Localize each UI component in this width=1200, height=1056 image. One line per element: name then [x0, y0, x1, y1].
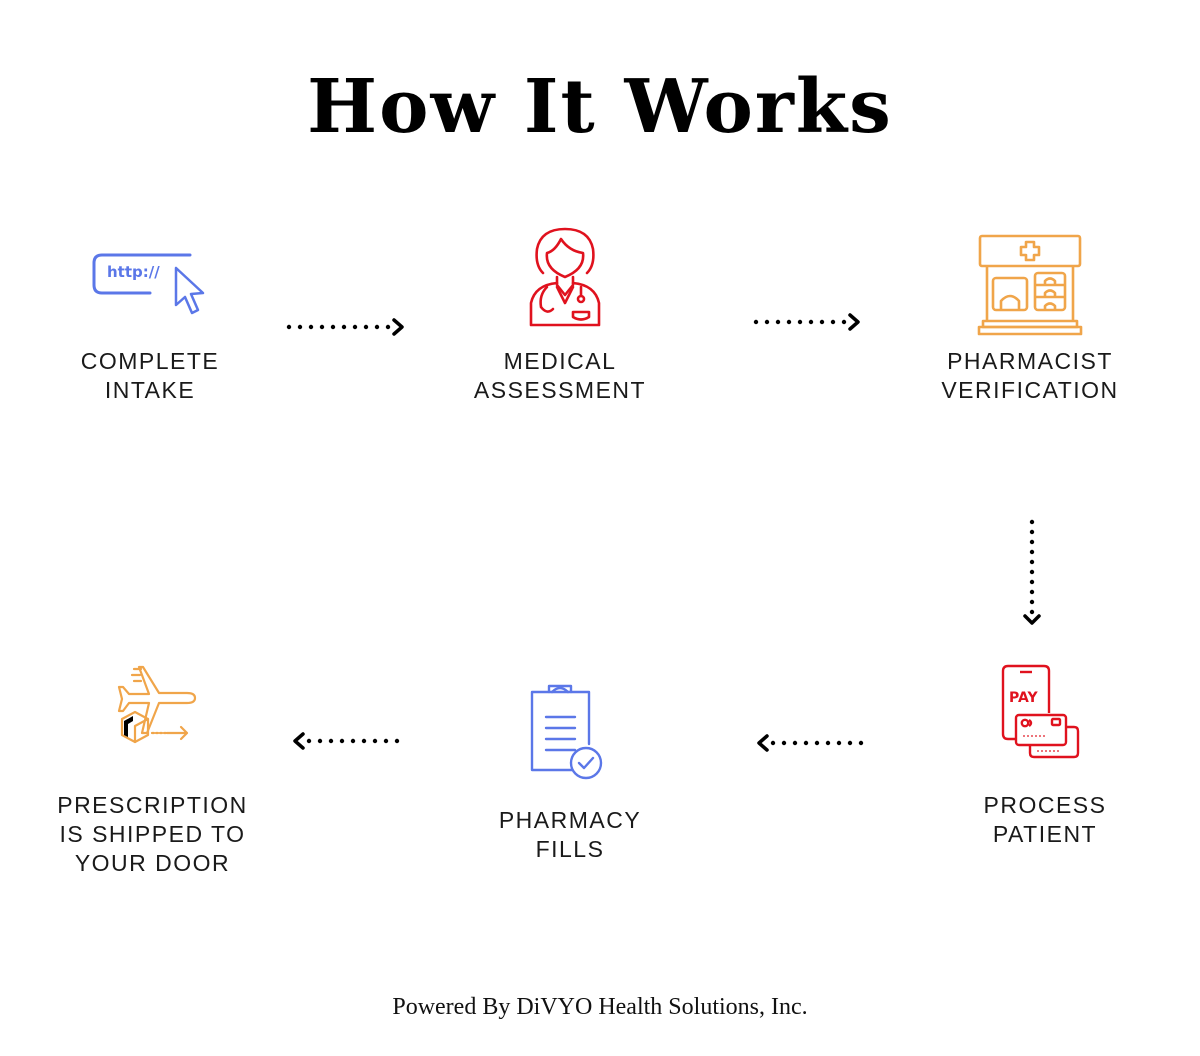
step-label: MEDICAL ASSESSMENT	[473, 348, 647, 403]
arrow-right-icon	[753, 313, 860, 331]
pay-text: PAY	[1009, 690, 1038, 706]
airplane-package-icon	[117, 665, 197, 744]
dotted-line	[286, 324, 391, 330]
step-pharmacy-fills: PHARMACY FILLS	[475, 680, 665, 870]
browser-url-click-icon: http://	[92, 253, 205, 315]
dotted-line	[770, 740, 864, 746]
arrow-left-icon	[757, 734, 864, 752]
footer-credit: Powered By DiVYO Health Solutions, Inc.	[392, 994, 808, 1020]
pharmacy-store-icon	[977, 234, 1083, 336]
clipboard-check-icon	[530, 684, 603, 780]
step-complete-intake: http:// COMPLETE INTAKE	[60, 240, 240, 410]
step-process-patient: PAY PROCESS PATIENT	[960, 660, 1130, 850]
step-label: PROCESS PATIENT	[983, 792, 1107, 847]
http-text: http://	[107, 263, 160, 281]
dotted-line	[1029, 519, 1035, 615]
doctor-icon	[529, 227, 601, 327]
arrow-left-icon	[293, 732, 400, 750]
step-label: COMPLETE INTAKE	[80, 348, 220, 403]
page-title: How It Works	[307, 64, 893, 150]
dotted-line	[306, 738, 400, 744]
step-prescription-shipped: PRESCRIPTION IS SHIPPED TO YOUR DOOR	[50, 660, 255, 880]
step-label: PRESCRIPTION IS SHIPPED TO YOUR DOOR	[57, 792, 248, 876]
step-pharmacist-verification: PHARMACIST VERIFICATION	[935, 230, 1125, 410]
arrow-right-icon	[286, 318, 404, 336]
arrow-down-icon	[1023, 519, 1041, 625]
step-label: PHARMACIST VERIFICATION	[941, 348, 1119, 403]
mobile-payment-icon: PAY	[1001, 664, 1080, 759]
step-medical-assessment: MEDICAL ASSESSMENT	[465, 222, 655, 412]
dotted-line	[753, 319, 847, 325]
step-label: PHARMACY FILLS	[498, 807, 642, 862]
